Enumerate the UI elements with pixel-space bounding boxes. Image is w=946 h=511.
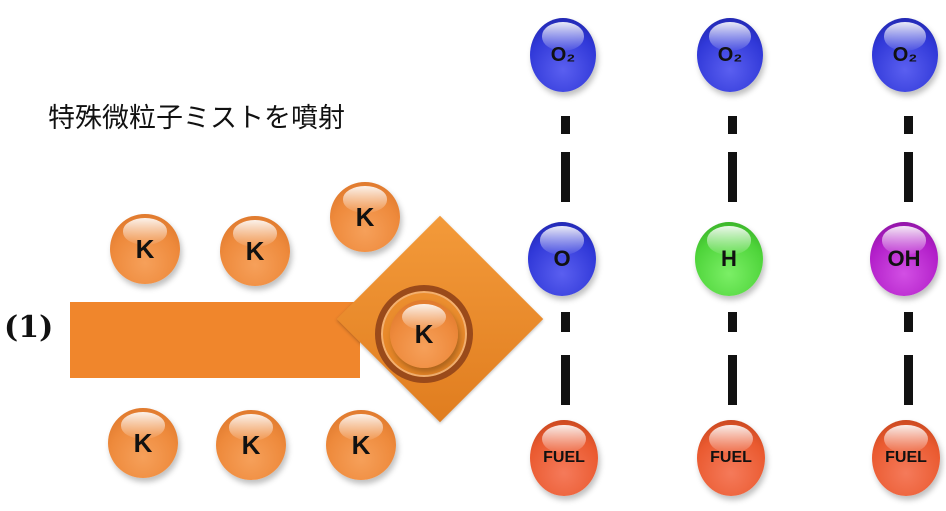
bond-dash xyxy=(561,116,570,134)
molecule-label: O₂ xyxy=(550,43,576,66)
hydrogen-atom: H xyxy=(695,222,763,296)
fuel-molecule: FUEL xyxy=(872,420,940,496)
molecule-label: H xyxy=(721,246,737,271)
particle-label: K xyxy=(133,427,153,458)
potassium-particle: K xyxy=(108,408,178,478)
highlight-ring xyxy=(375,285,473,383)
potassium-particle: K xyxy=(220,216,290,286)
bond-dash xyxy=(904,116,913,134)
spray-arrow-bar xyxy=(70,302,360,378)
bond-dash xyxy=(904,152,913,202)
bond-dash xyxy=(728,312,737,332)
hydroxyl-group: OH xyxy=(870,222,938,296)
potassium-particle: K xyxy=(216,410,286,480)
bond-dash xyxy=(561,312,570,332)
diagram-title: 特殊微粒子ミストを噴射 xyxy=(48,103,345,134)
fuel-molecule: FUEL xyxy=(697,420,765,496)
oxygen-molecule: O₂ xyxy=(530,18,596,92)
oxygen-molecule: O₂ xyxy=(697,18,763,92)
molecule-label: FUEL xyxy=(710,449,752,466)
molecule-label: FUEL xyxy=(885,449,927,466)
bond-dash xyxy=(728,355,737,405)
step-label: (1) xyxy=(4,310,54,345)
bond-dash xyxy=(561,152,570,202)
particle-label: K xyxy=(241,429,261,460)
molecule-label: O₂ xyxy=(717,43,743,66)
molecule-label: O₂ xyxy=(892,43,918,66)
molecule-label: O xyxy=(553,246,571,271)
potassium-particle-highlighted: K xyxy=(390,300,458,368)
particle-label: K xyxy=(351,429,371,460)
bond-dash xyxy=(561,355,570,405)
potassium-particle: K xyxy=(110,214,180,284)
fuel-molecule: FUEL xyxy=(530,420,598,496)
particle-label: K xyxy=(355,201,375,232)
particle-label: K xyxy=(414,318,434,349)
potassium-particle: K xyxy=(330,182,400,252)
bond-dash xyxy=(904,355,913,405)
oxygen-atom: O xyxy=(528,222,596,296)
bond-dash xyxy=(728,116,737,134)
potassium-particle: K xyxy=(326,410,396,480)
bond-dash xyxy=(728,152,737,202)
molecule-label: FUEL xyxy=(543,449,585,466)
particle-label: K xyxy=(135,233,155,264)
bond-dash xyxy=(904,312,913,332)
particle-label: K xyxy=(245,235,265,266)
oxygen-molecule: O₂ xyxy=(872,18,938,92)
molecule-label: OH xyxy=(887,246,921,271)
